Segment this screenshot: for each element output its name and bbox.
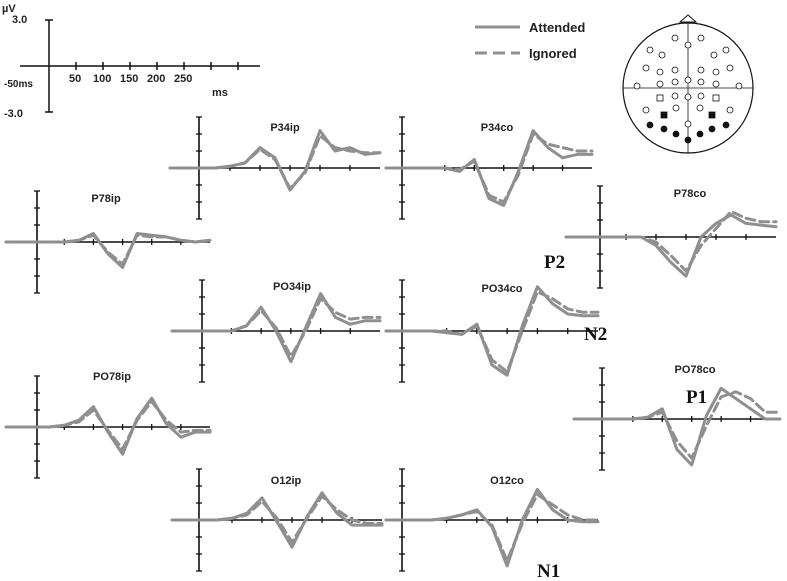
electrode-open-marker bbox=[671, 34, 679, 42]
electrode-open-marker bbox=[684, 93, 692, 101]
component-label-p2: P2 bbox=[544, 252, 565, 273]
erp-series-ignored-line bbox=[564, 210, 778, 273]
electrode-filled-square-marker bbox=[708, 111, 716, 119]
electrode-open-marker bbox=[684, 120, 692, 128]
electrode-open-marker bbox=[646, 46, 654, 54]
erp-panel-label: P78ip bbox=[91, 193, 121, 205]
electrode-open-marker bbox=[633, 82, 641, 90]
electrode-open-marker bbox=[726, 64, 734, 72]
scale-bar: µV 3.0 -3.0 -50ms 50 100 150 200 250 ms bbox=[2, 3, 260, 120]
erp-panel-po78co: PO78co bbox=[572, 364, 782, 471]
erp-panel-po34co: PO34co bbox=[384, 279, 600, 383]
scale-bar-x-tick-label: 250 bbox=[174, 73, 192, 85]
scale-bar-x-start: -50ms bbox=[4, 79, 33, 90]
electrode-filled-marker bbox=[660, 125, 668, 133]
head-map-nose bbox=[678, 14, 698, 23]
erp-series-ignored-line bbox=[384, 493, 600, 563]
electrode-open-marker bbox=[735, 82, 743, 90]
erp-series-attended-line bbox=[564, 213, 778, 278]
erp-panel-label: PO34ip bbox=[273, 281, 311, 293]
erp-series-ignored-line bbox=[384, 290, 600, 374]
erp-panel-p78co: P78co bbox=[564, 185, 778, 289]
electrode-open-marker bbox=[726, 106, 734, 114]
electrode-open-marker bbox=[672, 104, 680, 112]
electrode-open-marker bbox=[658, 51, 666, 59]
electrode-filled-marker bbox=[646, 121, 654, 129]
electrode-open-marker bbox=[642, 106, 650, 114]
erp-series-ignored-line bbox=[168, 134, 382, 190]
electrode-open-square-marker bbox=[712, 94, 720, 102]
electrode-filled-marker bbox=[696, 130, 704, 138]
scale-bar-x-tick-label: 100 bbox=[93, 73, 111, 85]
legend-attended-label: Attended bbox=[529, 20, 585, 35]
electrode-open-marker bbox=[671, 92, 679, 100]
erp-series-ignored-line bbox=[170, 297, 382, 358]
head-map-electrodes bbox=[633, 34, 743, 144]
erp-series-ignored-line bbox=[4, 400, 212, 451]
electrode-open-marker bbox=[697, 92, 705, 100]
scale-bar-x-unit: ms bbox=[212, 87, 228, 99]
erp-series-ignored-line bbox=[572, 390, 782, 460]
erp-panel-p34ip: P34ip bbox=[168, 116, 382, 220]
electrode-open-marker bbox=[684, 76, 692, 84]
electrode-filled-marker bbox=[722, 121, 730, 129]
legend-ignored-label: Ignored bbox=[529, 46, 577, 61]
erp-panel-label: PO78ip bbox=[93, 371, 131, 383]
erp-panel-label: P34co bbox=[481, 122, 514, 134]
scale-bar-x-tick-label: 200 bbox=[147, 73, 165, 85]
erp-series-ignored-line bbox=[170, 494, 384, 544]
head-map bbox=[622, 14, 754, 154]
electrode-filled-marker bbox=[684, 136, 692, 144]
scale-bar-y-min: -3.0 bbox=[4, 108, 23, 120]
electrode-open-marker bbox=[642, 64, 650, 72]
erp-panel-label: P78co bbox=[674, 188, 707, 200]
erp-series-ignored-line bbox=[384, 132, 594, 204]
erp-panel-p78ip: P78ip bbox=[4, 190, 212, 294]
erp-panel-po78ip: PO78ip bbox=[4, 371, 212, 479]
electrode-filled-square-marker bbox=[660, 111, 668, 119]
erp-panel-po34ip: PO34ip bbox=[170, 279, 382, 383]
electrode-open-marker bbox=[710, 51, 718, 59]
scale-bar-x-tick-label: 150 bbox=[120, 73, 138, 85]
erp-panel-label: PO34co bbox=[482, 283, 523, 295]
component-label-n1: N1 bbox=[537, 561, 560, 581]
erp-panel-p34co: P34co bbox=[384, 116, 594, 220]
scale-bar-x-tick-label: 50 bbox=[69, 73, 81, 85]
erp-panel-o12co: O12co bbox=[384, 468, 600, 572]
erp-panel-o12ip: O12ip bbox=[170, 468, 384, 572]
electrode-open-marker bbox=[697, 34, 705, 42]
electrode-open-marker bbox=[656, 80, 664, 88]
legend: Attended Ignored bbox=[475, 20, 585, 61]
erp-panel-label: PO78co bbox=[675, 364, 716, 376]
electrode-open-marker bbox=[671, 66, 679, 74]
electrode-open-marker bbox=[656, 68, 664, 76]
electrode-filled-marker bbox=[672, 130, 680, 138]
electrode-open-square-marker bbox=[656, 94, 664, 102]
electrode-open-marker bbox=[712, 68, 720, 76]
electrode-open-marker bbox=[697, 78, 705, 86]
erp-panel-label: O12co bbox=[490, 475, 524, 487]
component-label-n2: N2 bbox=[584, 324, 607, 345]
electrode-open-marker bbox=[696, 104, 704, 112]
electrode-open-marker bbox=[712, 80, 720, 88]
erp-series-ignored-line bbox=[4, 233, 212, 266]
erp-panel-label: P34ip bbox=[270, 122, 300, 134]
scale-bar-unit: µV bbox=[2, 3, 16, 15]
electrode-open-marker bbox=[671, 78, 679, 86]
electrode-open-marker bbox=[684, 41, 692, 49]
electrode-filled-marker bbox=[708, 125, 716, 133]
erp-panel-label: O12ip bbox=[271, 475, 302, 487]
electrode-open-marker bbox=[722, 46, 730, 54]
electrode-open-marker bbox=[697, 66, 705, 74]
component-label-p1: P1 bbox=[686, 387, 707, 408]
scale-bar-y-max: 3.0 bbox=[12, 14, 27, 26]
